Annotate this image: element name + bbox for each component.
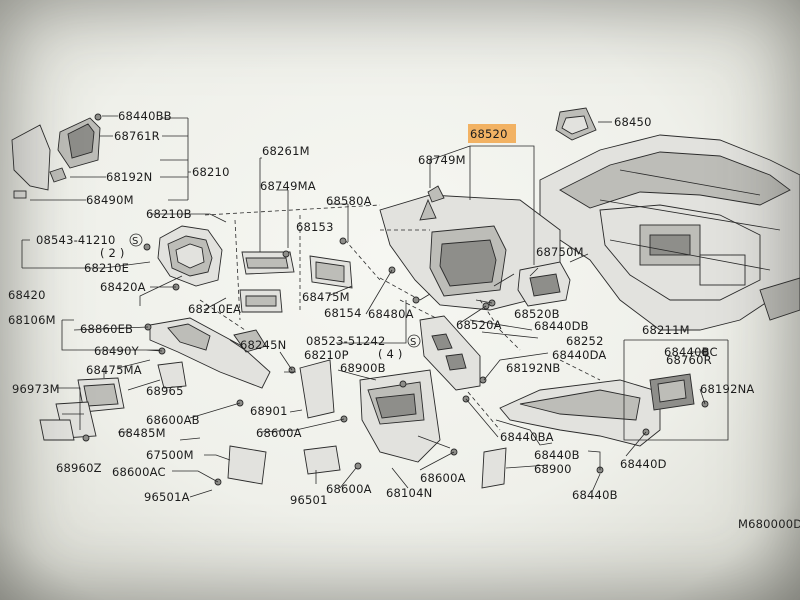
label-68600AC: 68600AC [112, 465, 166, 479]
label-68480A: 68480A [368, 307, 414, 321]
circled-s-letter: S [132, 236, 139, 247]
part-knee-panel [227, 359, 507, 489]
label-68211M: 68211M [642, 323, 690, 337]
figure-code: M680000D [738, 517, 800, 531]
label-68860EB: 68860EB [80, 322, 133, 336]
label-68600A-bottom: 68600A [326, 482, 372, 496]
label-08523-51242: 08523-51242 [306, 334, 386, 348]
label-68600A-right: 68600A [420, 471, 466, 485]
label-68901: 68901 [250, 404, 288, 418]
label-68154: 68154 [324, 306, 362, 320]
label-08543-qty: ( 2 ) [100, 246, 125, 260]
label-96973M: 96973M [12, 382, 60, 396]
label-68440BC: 68440BC [664, 345, 718, 359]
label-68440B-right: 68440B [572, 488, 618, 502]
label-68520A: 68520A [456, 318, 502, 332]
label-68192N: 68192N [106, 170, 152, 184]
label-68440B-mid: 68440B [534, 448, 580, 462]
label-68153: 68153 [296, 220, 334, 234]
label-68900: 68900 [534, 462, 572, 476]
label-68420: 68420 [8, 288, 46, 302]
label-68210P: 68210P [304, 348, 349, 362]
label-68600A-left: 68600A [256, 426, 302, 440]
label-68750M: 68750M [536, 245, 584, 259]
part-lower-left [39, 317, 271, 441]
part-meter-hood [157, 225, 223, 287]
label-68440D: 68440D [620, 457, 667, 471]
label-68965: 68965 [146, 384, 184, 398]
label-68440DA: 68440DA [552, 348, 607, 362]
label-68210B: 68210B [146, 207, 192, 221]
label-68520: 68520 [470, 127, 508, 141]
circled-s-icon [129, 233, 143, 247]
label-68245N: 68245N [240, 338, 286, 352]
label-68450: 68450 [614, 115, 652, 129]
highlight-68520 [468, 124, 516, 143]
label-08543-41210: 08543-41210 [36, 233, 116, 247]
part-dashboard-main [539, 107, 800, 331]
label-68490Y: 68490Y [94, 344, 140, 358]
circled-s-letter-2: S [410, 337, 417, 348]
label-96501A: 96501A [144, 490, 190, 504]
label-68104N: 68104N [386, 486, 432, 500]
label-68440DB: 68440DB [534, 319, 589, 333]
label-68210EA: 68210EA [188, 302, 241, 316]
label-68600AB: 68600AB [146, 413, 200, 427]
label-68485M: 68485M [118, 426, 166, 440]
label-96501: 96501 [290, 493, 328, 507]
label-68252: 68252 [566, 334, 604, 348]
label-68520B: 68520B [514, 307, 560, 321]
label-68440BA: 68440BA [500, 430, 554, 444]
leader-lines [21, 157, 706, 498]
part-center-bezel [379, 194, 571, 311]
part-vent-trims [239, 185, 445, 313]
label-67500M: 67500M [146, 448, 194, 462]
part-right-lower [419, 315, 695, 447]
label-68261M: 68261M [262, 144, 310, 158]
label-68192NB: 68192NB [506, 361, 560, 375]
label-68749MA: 68749MA [260, 179, 316, 193]
label-08523-qty: ( 4 ) [378, 347, 403, 361]
circled-s-icon-2 [407, 334, 421, 348]
label-68960Z: 68960Z [56, 461, 102, 475]
label-68420A: 68420A [100, 280, 146, 294]
label-68106M: 68106M [8, 313, 56, 327]
label-68475M: 68475M [302, 290, 350, 304]
label-68490M: 68490M [86, 193, 134, 207]
label-68192NA: 68192NA [700, 382, 754, 396]
label-68900B: 68900B [340, 361, 386, 375]
label-68761R: 68761R [114, 129, 160, 143]
label-68475MA: 68475MA [86, 363, 142, 377]
label-68210E: 68210E [84, 261, 129, 275]
label-68210: 68210 [192, 165, 230, 179]
label-68749M: 68749M [418, 153, 466, 167]
label-68760R: 68760R [666, 353, 712, 367]
label-68580A: 68580A [326, 194, 372, 208]
label-68440BB: 68440BB [118, 109, 172, 123]
part-side-bracket [11, 113, 102, 199]
